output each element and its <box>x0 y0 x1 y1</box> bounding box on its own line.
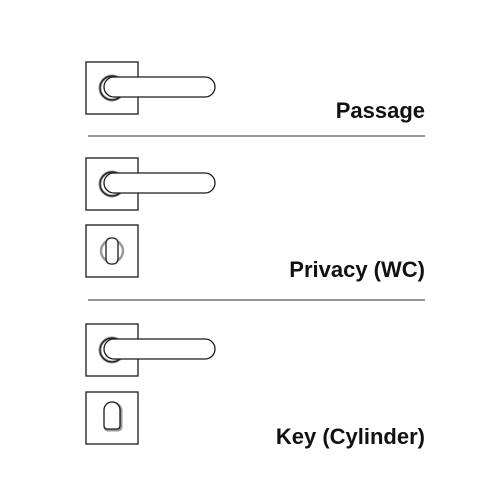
passage-label: Passage <box>335 98 425 123</box>
privacy-thumbturn-rose <box>85 224 139 278</box>
key-lever-handle <box>84 322 217 378</box>
passage-lever-handle <box>84 60 217 116</box>
privacy-label: Privacy (WC) <box>289 257 425 282</box>
privacy-lever-handle <box>84 156 217 212</box>
key-cylinder-label: Key (Cylinder) <box>275 424 425 449</box>
cylinder-escutcheon <box>85 391 139 445</box>
